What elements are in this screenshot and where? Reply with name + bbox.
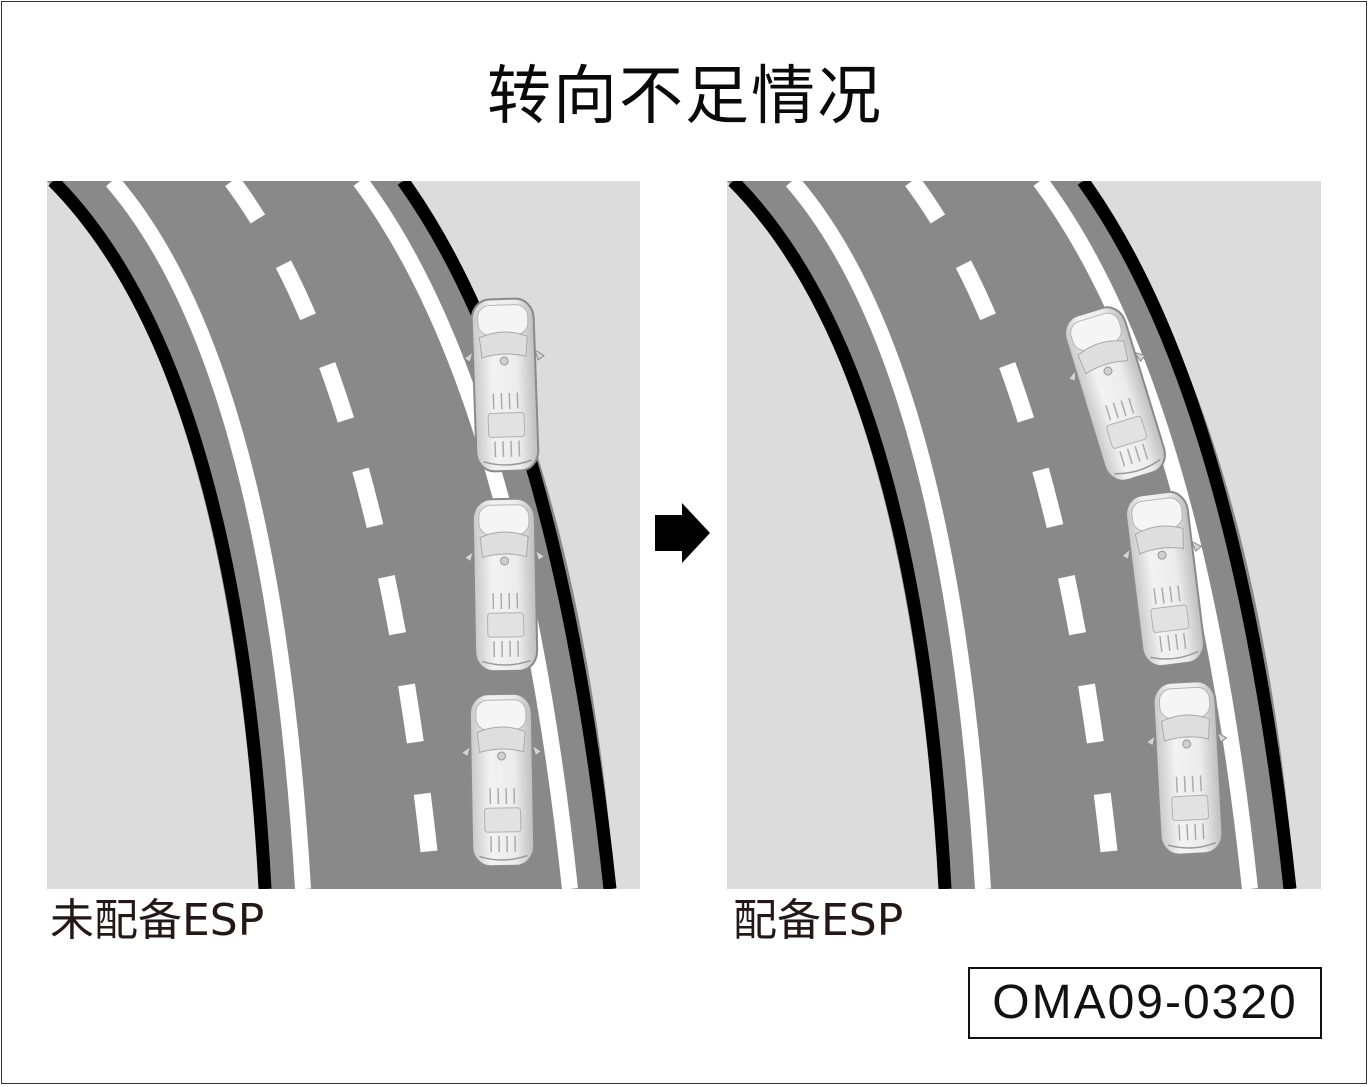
- road-edge-right: [1077, 181, 1297, 889]
- car-3: [459, 692, 545, 868]
- caption-without-esp: 未配备ESP: [50, 895, 265, 946]
- road-edge-left: [48, 181, 272, 889]
- road-surface: [727, 181, 1295, 889]
- lane-line-right: [1033, 181, 1258, 889]
- road-scene-with-esp: [727, 181, 1297, 889]
- figure-code-label: OMA09-0320: [968, 967, 1322, 1039]
- lane-line-left: [785, 181, 991, 889]
- road-edge-left: [728, 181, 952, 889]
- lane-line-left: [105, 181, 311, 889]
- panel-with-esp: [727, 181, 1321, 889]
- caption-with-esp: 配备ESP: [733, 895, 904, 946]
- panel-without-esp: [47, 181, 640, 889]
- car-2: [462, 497, 548, 673]
- arrow-right-icon: [655, 503, 710, 563]
- road-scene-without-esp: [47, 181, 617, 889]
- figure-title: 转向不足情况: [487, 60, 883, 134]
